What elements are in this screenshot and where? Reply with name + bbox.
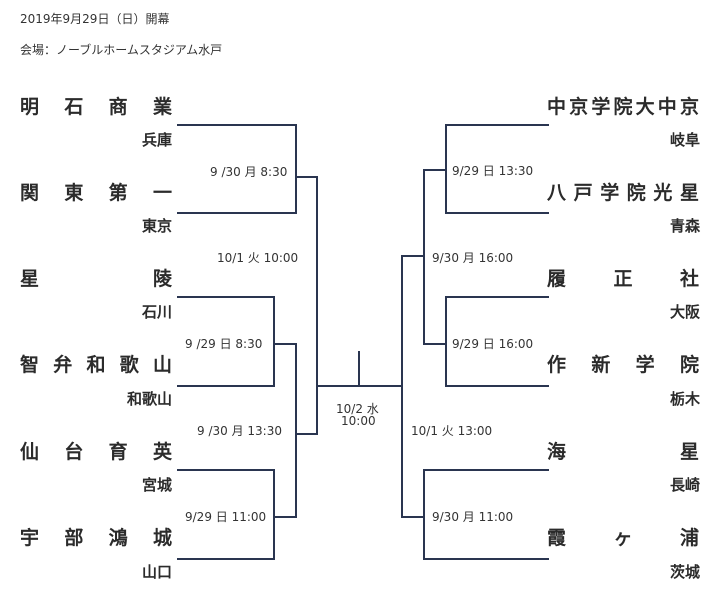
match-time-left-1: 9 /30 月 8:30	[210, 165, 288, 179]
match-time-right-semi: 10/1 火 13:00	[411, 424, 493, 438]
team-right-5: 海星	[547, 441, 699, 463]
team-right-4: 作新学院	[547, 354, 699, 376]
match-time-right-3: 9/29 日 16:00	[452, 337, 534, 351]
match-time-left-2: 9 /29 日 8:30	[185, 337, 263, 351]
pref-left-3: 石川	[141, 303, 172, 321]
pref-left-5: 宮城	[141, 476, 172, 494]
pref-right-6: 茨城	[669, 563, 700, 581]
match-time-right-1: 9/29 日 13:30	[452, 164, 534, 178]
team-right-3: 履正社	[547, 268, 699, 290]
team-left-6: 宇部鴻城	[20, 527, 172, 549]
pref-left-1: 兵庫	[141, 131, 172, 149]
match-time-left-3: 9 /30 月 13:30	[197, 424, 282, 438]
event-date: 2019年9月29日（日）開幕	[20, 12, 170, 26]
team-left-1: 明石商業	[20, 96, 172, 118]
team-right-6: 霞ヶ浦	[547, 527, 699, 549]
pref-right-4: 栃木	[669, 390, 700, 408]
pref-right-1: 岐阜	[669, 131, 700, 149]
team-right-1: 中京学院大中京	[547, 96, 699, 118]
event-venue: 会場：ノーブルホームスタジアム水戸	[20, 43, 223, 57]
pref-right-5: 長崎	[669, 476, 700, 494]
pref-right-3: 大阪	[669, 303, 700, 321]
team-left-2: 関東第一	[20, 182, 172, 204]
final-time: 10:00	[341, 414, 376, 428]
match-time-right-2: 9/30 月 16:00	[432, 251, 514, 265]
pref-left-4: 和歌山	[126, 390, 172, 408]
team-left-5: 仙台育英	[20, 441, 172, 463]
match-time-left-4: 9/29 日 11:00	[185, 510, 267, 524]
team-left-4: 智弁和歌山	[20, 354, 172, 376]
team-right-2: 八戸学院光星	[547, 182, 699, 204]
pref-left-2: 東京	[141, 217, 172, 235]
pref-left-6: 山口	[141, 563, 172, 581]
final-date: 10/2 水	[336, 402, 379, 416]
pref-right-2: 青森	[669, 217, 700, 235]
match-time-right-4: 9/30 月 11:00	[432, 510, 514, 524]
team-left-3: 星陵	[20, 268, 172, 290]
match-time-left-semi: 10/1 火 10:00	[217, 251, 299, 265]
